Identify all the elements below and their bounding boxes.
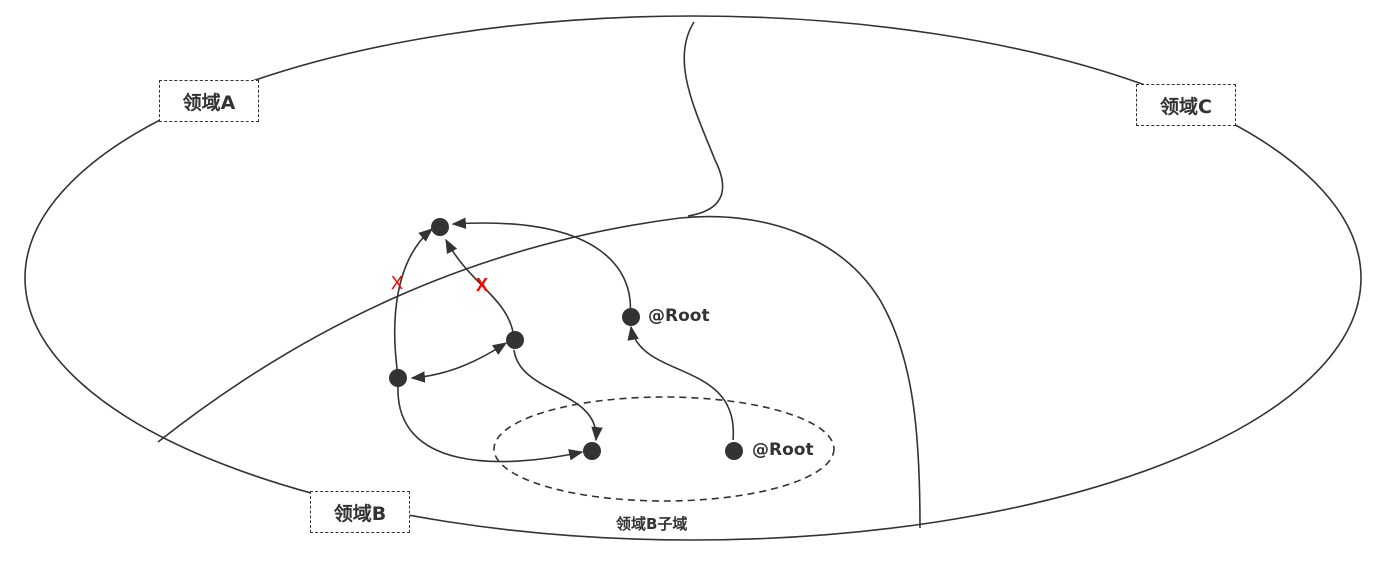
edge-left-to-top xyxy=(393,228,434,377)
blocked-marker-left: X xyxy=(391,273,404,293)
blocked-marker-right: X xyxy=(476,275,489,295)
outer-boundary xyxy=(24,15,1362,541)
divider-b-c xyxy=(679,215,921,529)
region-b-label: 领域B xyxy=(310,491,410,533)
region-a-label: 领域A xyxy=(159,80,259,122)
node-mid xyxy=(506,331,524,349)
subdomain-boundary xyxy=(493,396,835,502)
root-label-upper: @Root xyxy=(648,306,710,326)
region-c-label: 领域C xyxy=(1136,84,1236,126)
edge-left-mid-bidirectional xyxy=(410,342,508,383)
edge-left-to-sub xyxy=(397,385,584,463)
edge-subroot-to-root xyxy=(627,325,734,441)
edge-root-to-top xyxy=(451,217,632,317)
node-sub-target xyxy=(583,442,601,460)
subdomain-label: 领域B子域 xyxy=(616,515,688,533)
edge-mid-to-sub xyxy=(513,349,603,442)
divider-a-c xyxy=(683,21,724,217)
node-top xyxy=(431,218,449,236)
node-left xyxy=(389,369,407,387)
root-label-lower: @Root xyxy=(752,440,814,460)
node-root-upper xyxy=(622,308,640,326)
edge-mid-to-top xyxy=(445,238,515,341)
node-root-lower xyxy=(725,442,743,460)
divider-a-b xyxy=(157,217,681,443)
